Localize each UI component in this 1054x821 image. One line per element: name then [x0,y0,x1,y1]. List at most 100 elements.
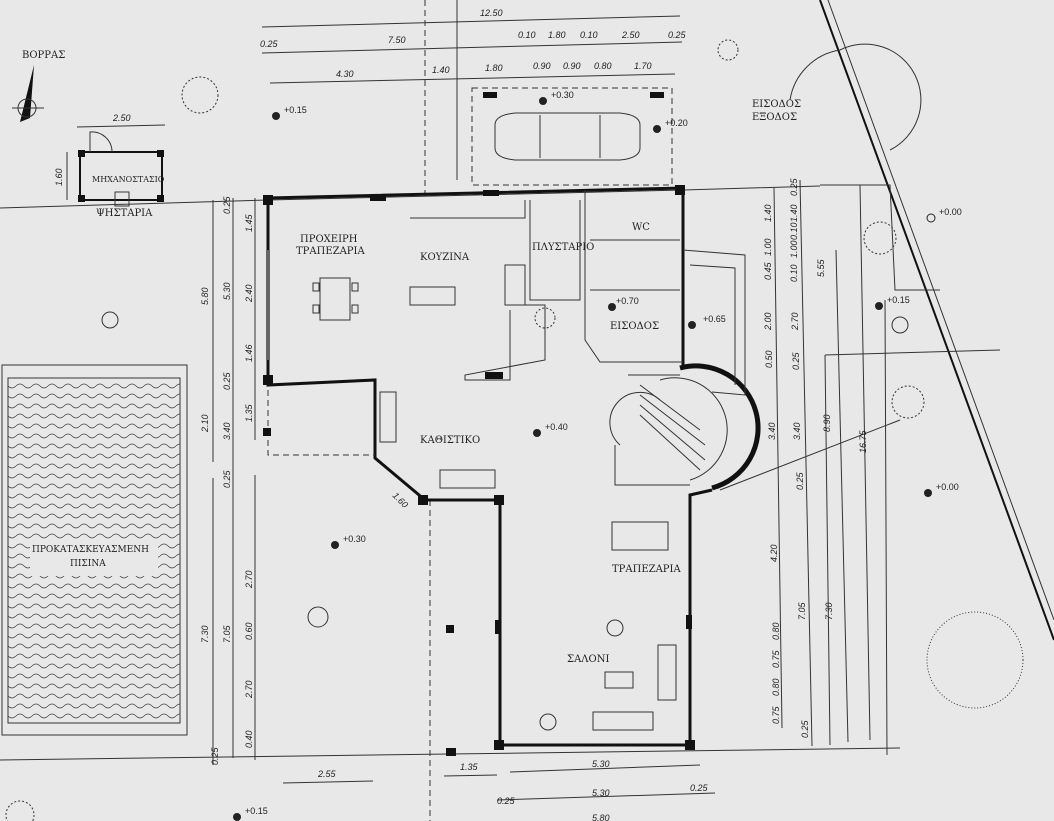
dimension-label: 0.60 [244,622,254,640]
gate-door-icon [789,43,922,151]
elevation: +0.15 [284,105,307,115]
dimension-label: 2.10 [200,414,210,433]
dimension-label: 0.40 [244,730,254,748]
breakfast-table-icon [312,277,359,321]
dimension-label: 2.70 [244,680,254,699]
dimension-label: 2.00 [763,312,773,331]
elevation: +0.20 [665,118,688,128]
dimension-label: 7.30 [200,625,210,643]
dimension-label: 0.25 [497,796,516,806]
dimension-label: 0.90 [533,61,551,71]
dimension-label: 1.40 [432,65,450,75]
gate-label-2: ΕΞΟΔΟΣ [752,112,797,123]
dimension-label: 1.45 [244,213,254,232]
dimension-label: 7.50 [388,35,406,45]
dimension-label: 0.25 [789,177,799,196]
dimension-label: 0.10 [518,30,536,40]
car-icon [494,112,641,161]
dimension-label: 0.25 [668,30,687,40]
dimension-label: 1.46 [244,344,254,362]
elevation: +0.00 [936,482,959,492]
dimension-label: 0.80 [771,622,781,640]
dimension-label: 1.60 [391,490,410,509]
dimension-label: 2.70 [244,570,254,589]
elevation-markers: +0.15 +0.30 +0.20 +0.70 +0.65 +0.40 +0.3… [233,90,962,821]
furniture [5,39,1024,821]
dimension-label: 4.20 [769,544,779,562]
dimension-label: 0.90 [563,61,581,71]
dimension-label: 5.55 [816,258,826,277]
north-label: ΒΟΡΡΑΣ [22,50,65,61]
dimension-label: 8.90 [822,414,832,432]
dimension-label: 0.80 [594,61,612,71]
elevation: +0.70 [616,296,639,306]
dimension-label: 3.40 [767,422,777,440]
entrance-label: ΕΙΣΟΔΟΣ [610,321,659,332]
pool-label-1: ΠΡΟΚΑΤΑΣΚΕΥΑΣΜΕΝΗ [32,545,149,555]
dimension-label: 0.25 [791,351,801,370]
dimension-label: 5.30 [592,788,610,798]
dimension-label: 0.25 [210,746,220,765]
dimension-label: 0.80 [771,678,781,696]
dimension-label: 0.75 [771,649,781,668]
dimension-label: 2.40 [244,284,254,303]
elevation: +0.15 [887,295,910,305]
dimension-label: 1.40 [789,204,799,222]
dimension-label: 1.35 [244,403,254,422]
dimension-label: 1.00 [789,240,799,258]
dimension-label: 2.70 [790,312,800,331]
breakfast-label-1: ΠΡΟΧΕΙΡΗ [300,234,358,245]
dimension-label: 0.25 [222,195,232,214]
dimension-label: 1.80 [548,30,566,40]
dimension-label: 0.25 [222,469,232,488]
elevation: +0.65 [703,314,726,324]
dimension-label: 5.30 [222,282,232,300]
dimension-label: 1.40 [763,204,773,222]
gate-label-1: ΕΙΣΟΔΟΣ [752,99,801,110]
elevation: +0.15 [245,806,268,816]
dimension-label: 0.10 [789,264,799,282]
dining-table-icon [539,521,669,731]
salon-label: ΣΑΛΟΝΙ [567,654,609,665]
dimension-label: 4.30 [336,69,354,79]
dimension-label: 5.80 [200,287,210,305]
dimension-label: 1.35 [460,762,479,772]
elevation: +0.00 [939,207,962,217]
dimension-lines [66,15,888,801]
dimension-label: 16.75 [858,429,868,453]
dimension-label: 7.30 [824,602,834,620]
elevation: +0.40 [545,422,568,432]
dimension-label: 1.60 [54,168,64,186]
dimension-label: 5.80 [592,813,610,821]
dimension-label: 0.25 [690,783,709,793]
dimension-label: 5.30 [592,759,610,769]
dimension-label: 0.25 [800,719,810,738]
grill-label: ΨΗΣΤΑΡΙΑ [96,208,153,219]
laundry-label: ΠΛΥΣΤΑΡΙΟ [532,242,594,253]
pool [1,364,188,736]
dimension-label: 0.25 [260,39,279,49]
north-arrow-icon [12,65,44,122]
elevation: +0.30 [343,534,366,544]
pool-label-2: ΠΙΣΙΝΑ [70,559,106,569]
breakfast-label-2: ΤΡΑΠΕΖΑΡΙΑ [296,246,365,257]
dimension-label: 0.25 [795,471,805,490]
tree-icon [5,39,1024,821]
house-walls [263,185,761,756]
dining-label: ΤΡΑΠΕΖΑΡΙΑ [612,564,681,575]
dimension-label: 2.50 [112,113,131,123]
dimension-label: 3.40 [222,422,232,440]
kitchen-label: ΚΟΥΖΙΝΑ [420,252,470,263]
dimension-label: 7.05 [222,624,232,643]
machine-room-label: ΜΗΧΑΝΟΣΤΑΣΙΟ [92,175,165,184]
carport [471,87,673,186]
dimension-label: 0.25 [222,371,232,390]
dimension-label: 3.40 [792,422,802,440]
sofa-icon [379,391,677,731]
living-label: ΚΑΘΙΣΤΙΚΟ [420,435,480,446]
wc-label: WC [632,222,650,233]
dimension-label: 0.10 [789,222,799,240]
dimension-label: 1.80 [485,63,503,73]
